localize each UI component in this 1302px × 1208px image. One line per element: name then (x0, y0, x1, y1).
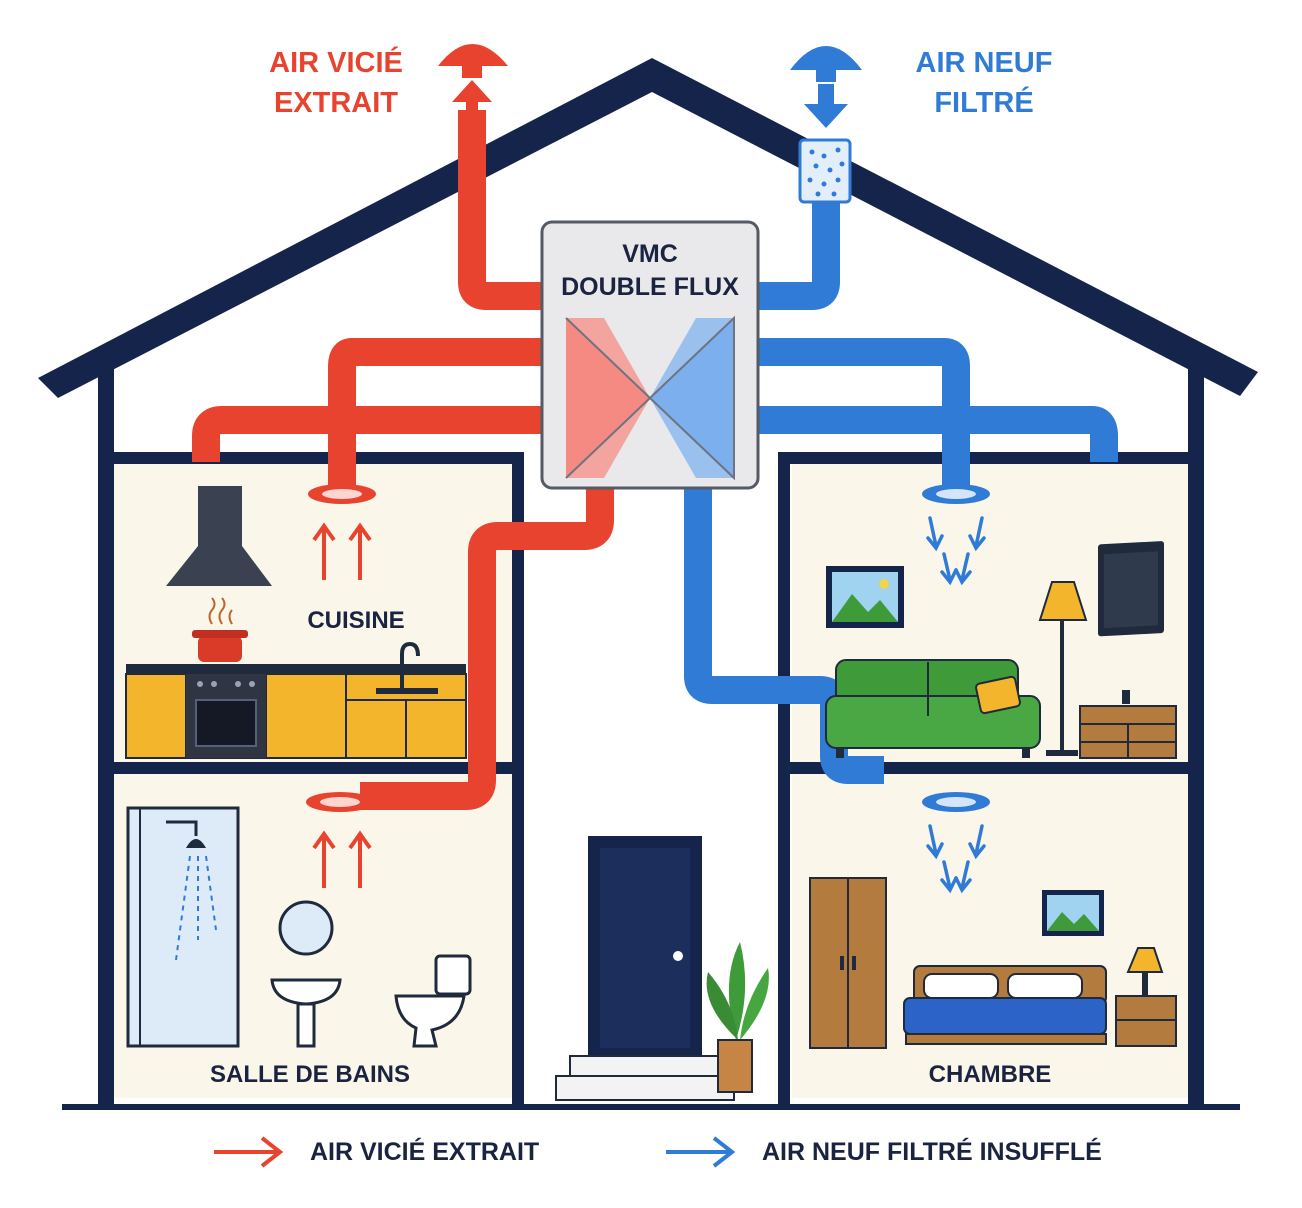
kitchen-label: CUISINE (307, 607, 404, 634)
range-hood-icon (198, 486, 242, 546)
exhaust-duct-kitchen-vent (328, 338, 548, 486)
exhaust-roof-cap (438, 44, 508, 118)
supply-duct-bedroom (684, 486, 884, 784)
exhaust-label-line1: AIR VICIÉ (269, 45, 403, 79)
steam-icon (208, 597, 233, 625)
arrow-up-icon (452, 80, 492, 118)
cooking-pot-icon (198, 636, 242, 662)
exhaust-ducts (192, 110, 614, 810)
supply-duct-right (756, 406, 1118, 462)
supply-ducts (684, 190, 1118, 784)
labels: AIR VICIÉ EXTRAIT AIR NEUF FILTRÉ VMC DO… (210, 45, 1052, 1088)
left-block-outline (106, 452, 524, 1104)
bedroom-supply-arrows (926, 824, 986, 894)
kitchen-exhaust-arrows (312, 522, 372, 580)
intake-label-line1: AIR NEUF (916, 47, 1053, 79)
living-supply-arrows (926, 516, 986, 586)
filter-icon (798, 138, 852, 204)
vmc-label-line1: VMC (622, 240, 678, 268)
legend: AIR VICIÉ EXTRAIT AIR NEUF FILTRÉ INSUFF… (214, 1136, 1102, 1168)
right-wall (1188, 368, 1204, 1108)
left-wall (98, 368, 114, 1108)
bathroom-exhaust-arrows (312, 830, 372, 888)
living-room-furniture (825, 484, 1177, 759)
legend-exhaust-arrow-icon (214, 1136, 284, 1168)
toilet-icon (434, 954, 472, 996)
faucet-icon (400, 641, 420, 688)
door-step (569, 1055, 721, 1077)
ground-line (62, 1104, 1240, 1110)
intake-cap-icon (790, 46, 862, 70)
door-knob (673, 951, 683, 961)
exhaust-duct-left (192, 406, 548, 462)
exhaust-duct-bathroom (360, 486, 614, 810)
floor-lamp-icon (1038, 581, 1088, 621)
bedside-lamp-icon (1126, 947, 1164, 973)
bathroom-label: SALLE DE BAINS (210, 1061, 410, 1088)
plant-icon (728, 942, 746, 1040)
arrow-down-icon (804, 84, 848, 128)
entrance (555, 836, 769, 1101)
legend-supply-arrow-icon (666, 1136, 736, 1168)
mirror-icon (278, 900, 334, 956)
bedroom-label: CHAMBRE (929, 1061, 1052, 1088)
exhaust-label-line2: EXTRAIT (274, 87, 398, 119)
intake-label-line2: FILTRÉ (934, 85, 1033, 119)
legend-supply-label: AIR NEUF FILTRÉ INSUFFLÉ (762, 1137, 1102, 1166)
left-floor (106, 762, 518, 774)
right-floor (784, 762, 1196, 774)
supply-duct-living-vent (756, 338, 970, 486)
legend-exhaust-label: AIR VICIÉ EXTRAIT (310, 1137, 539, 1166)
kitchen-furniture (125, 484, 467, 759)
bathroom-furniture (126, 792, 472, 1048)
supply-duct-roof (756, 190, 840, 310)
right-block-outline (778, 452, 1196, 1104)
shower-icon (126, 806, 240, 1048)
exhaust-duct-roof (458, 110, 548, 310)
intake-roof-cap (790, 46, 862, 204)
exhaust-cap-icon (438, 44, 508, 66)
kitchen-cabinets (125, 673, 467, 759)
bedroom-furniture (809, 792, 1177, 1049)
house-frame (38, 58, 1258, 1110)
vmc-label-line2: DOUBLE FLUX (561, 273, 739, 301)
vmc-unit (540, 220, 760, 490)
